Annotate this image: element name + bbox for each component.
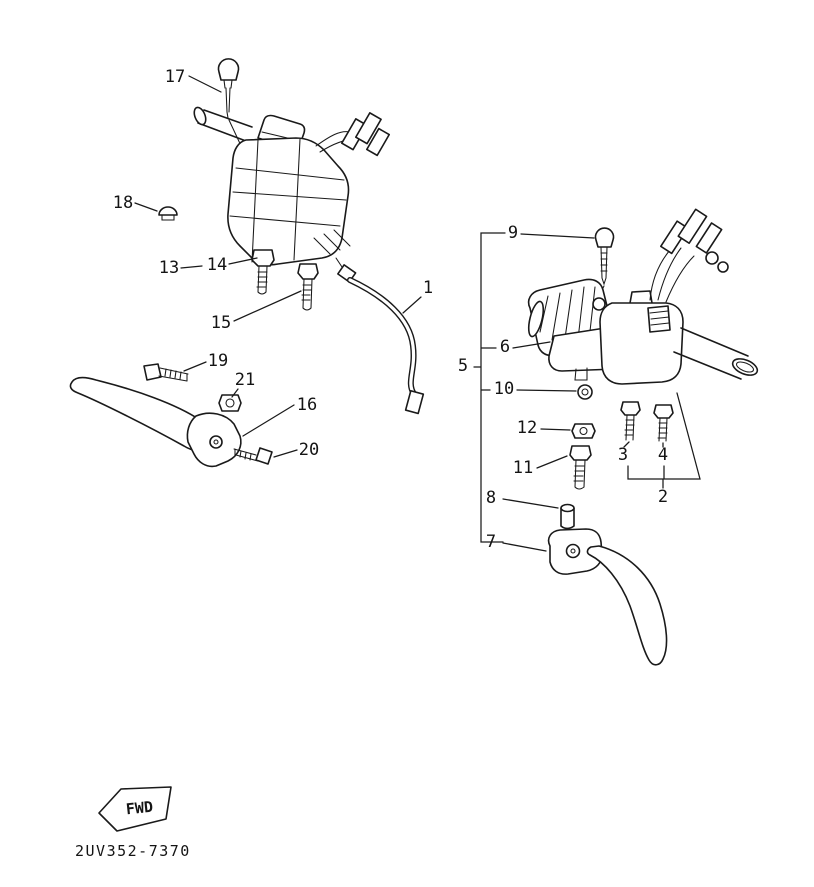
part-label-19: 19 <box>208 351 228 371</box>
washer-10 <box>577 384 593 400</box>
part-label-2: 2 <box>658 487 668 507</box>
part-label-10: 10 <box>494 379 514 399</box>
part-label-6: 6 <box>500 337 510 357</box>
left-handlebar-stub <box>193 106 253 142</box>
screw-9 <box>594 227 615 299</box>
part-label-15: 15 <box>211 313 231 333</box>
bolt-19 <box>143 363 189 382</box>
part-label-7: 7 <box>486 532 496 552</box>
part-label-4: 4 <box>658 445 668 465</box>
clutch-lever-16 <box>69 376 242 468</box>
fwd-marker: FWD <box>98 786 172 832</box>
cap-18 <box>158 206 178 221</box>
bolt-3 <box>620 401 641 441</box>
part-label-12: 12 <box>517 418 537 438</box>
right-switch-housing <box>599 290 684 385</box>
nut-12 <box>571 423 596 439</box>
screw-17 <box>217 58 244 151</box>
part-label-18: 18 <box>113 193 133 213</box>
part-label-9: 9 <box>508 223 518 243</box>
part-label-1: 1 <box>423 278 433 298</box>
part-label-8: 8 <box>486 488 496 508</box>
left-switch-housing <box>227 114 351 277</box>
left-wire-connector <box>315 112 390 157</box>
leader-lines <box>134 75 664 552</box>
bolt-15 <box>297 263 319 311</box>
bolt-14 <box>251 249 275 295</box>
brake-lever-7 <box>547 528 668 666</box>
right-handlebar <box>673 327 759 380</box>
right-wire-connectors <box>649 208 729 303</box>
bracket-5-line <box>473 232 506 543</box>
part-label-11: 11 <box>513 458 533 478</box>
clutch-cable-1 <box>337 264 425 415</box>
bracket-2-line <box>627 392 701 489</box>
part-label-20: 20 <box>299 440 319 460</box>
bolt-4 <box>653 404 674 442</box>
part-label-5: 5 <box>458 356 468 376</box>
spacer-8 <box>560 503 575 530</box>
bolt-20 <box>233 447 273 465</box>
nut-21 <box>218 394 242 412</box>
part-label-17: 17 <box>165 67 185 87</box>
part-label-13: 13 <box>159 258 179 278</box>
part-label-16: 16 <box>297 395 317 415</box>
part-label-21: 21 <box>235 370 255 390</box>
part-code: 2UV352-7370 <box>75 842 191 860</box>
fwd-label: FWD <box>125 798 154 819</box>
part-label-3: 3 <box>618 445 628 465</box>
part-label-14: 14 <box>207 255 227 275</box>
bolt-11 <box>569 445 592 490</box>
